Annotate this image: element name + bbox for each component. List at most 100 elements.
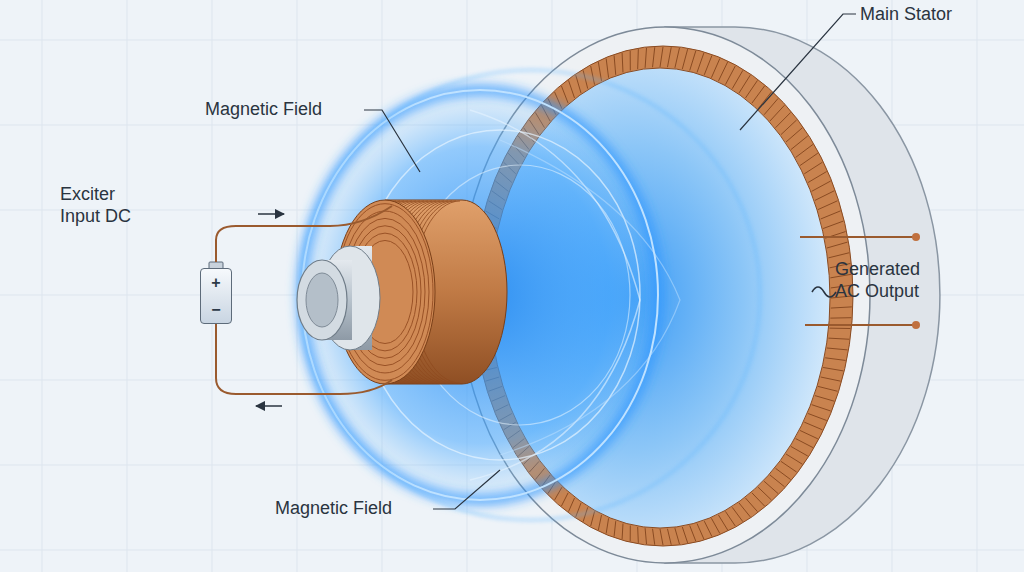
leader-line <box>740 14 856 130</box>
part-label: Main Stator <box>860 3 980 25</box>
winding-turn <box>725 66 735 85</box>
winding-turn <box>711 518 719 533</box>
winding-turn <box>667 47 671 67</box>
winding-turn <box>812 181 831 191</box>
winding-turn <box>796 144 813 157</box>
winding-turn <box>576 75 581 93</box>
output-terminal <box>912 321 920 329</box>
output-wire <box>800 236 913 238</box>
winding-turn <box>758 487 771 500</box>
winding-turn <box>660 47 663 67</box>
winding-turn <box>614 55 616 74</box>
winding-turn <box>718 62 727 81</box>
winding-turn <box>786 128 802 142</box>
winding-turn <box>800 430 818 438</box>
winding-turn <box>776 112 791 127</box>
winding-turn <box>583 70 588 88</box>
winding-turn <box>630 51 631 71</box>
winding-turn <box>770 475 785 487</box>
winding-turn <box>614 521 616 536</box>
winding-turn <box>764 481 778 493</box>
exciter-wire <box>216 206 392 262</box>
winding-turn <box>800 153 818 165</box>
winding-turn <box>645 528 646 544</box>
winding-turn <box>732 70 743 88</box>
magnetic-field-line <box>300 70 760 520</box>
winding-turn <box>675 528 680 544</box>
magnetic-field-ring <box>302 90 658 500</box>
output-wire <box>805 324 913 326</box>
winding-turn <box>653 529 655 545</box>
winding-turn <box>622 53 624 73</box>
winding-turn <box>823 221 843 228</box>
grid-line <box>42 0 43 572</box>
winding-turn <box>606 518 608 533</box>
field-label: Magnetic Field <box>205 98 375 120</box>
winding-turn <box>645 48 646 68</box>
magnetic-field-glow <box>295 83 665 507</box>
winding-turn <box>830 317 851 318</box>
winding-turn <box>660 529 663 545</box>
grid-line <box>0 40 1024 41</box>
battery-box: +− <box>200 268 232 324</box>
magnetic-field-ring <box>302 90 658 500</box>
winding-turn <box>569 498 575 512</box>
winding-turn <box>818 201 838 210</box>
grid-line <box>0 550 1024 551</box>
winding-turn <box>821 377 841 381</box>
winding-turn <box>828 338 849 339</box>
grid-line <box>977 0 978 572</box>
winding-turn <box>831 307 852 308</box>
winding-turn <box>818 386 838 391</box>
winding-turn <box>815 396 834 402</box>
winding-turn <box>591 511 595 526</box>
winding-turn <box>758 92 771 109</box>
winding-turn <box>827 242 848 248</box>
winding-turn <box>781 461 797 472</box>
winding-turn <box>827 348 848 350</box>
winding-turn <box>808 414 827 421</box>
winding-turn <box>746 80 758 98</box>
output-terminal <box>912 233 920 241</box>
exciter-wire <box>216 324 392 394</box>
rotor-shaft-end <box>297 260 347 340</box>
winding-turn <box>815 191 834 201</box>
winding-turn <box>561 493 568 506</box>
winding-turn <box>667 529 671 545</box>
winding-turn <box>653 47 655 67</box>
winding-turn <box>823 367 843 370</box>
leader-line <box>433 470 500 509</box>
winding-turn <box>825 358 845 361</box>
winding-turn <box>675 48 680 68</box>
winding-turn <box>812 405 831 411</box>
grid-line <box>127 0 128 572</box>
winding-turn <box>828 253 849 258</box>
winding-turn <box>704 521 712 536</box>
current-arrow <box>256 405 282 407</box>
terminal-sign: + <box>211 275 220 291</box>
winding-turn <box>732 507 743 521</box>
winding-turn <box>598 62 601 81</box>
winding-turn <box>598 515 601 530</box>
winding-turn <box>791 136 808 150</box>
winding-turn <box>682 527 687 543</box>
ac-symbol <box>812 287 836 297</box>
winding-turn <box>555 487 562 500</box>
winding-turn <box>752 493 765 506</box>
winding-turn <box>752 86 765 103</box>
winding-turn <box>804 162 822 174</box>
winding-turn <box>569 80 575 98</box>
field-label: Magnetic Field <box>275 497 445 519</box>
winding-turn <box>786 454 802 464</box>
winding-turn <box>830 328 851 329</box>
winding-turn <box>739 75 750 93</box>
winding-turn <box>682 49 687 69</box>
winding-turn <box>791 446 808 456</box>
source-label: Exciter Input DC <box>60 183 155 227</box>
winding-turn <box>561 86 568 103</box>
winding-turn <box>630 525 631 541</box>
magnetic-field-line <box>500 140 680 455</box>
winding-turn <box>622 524 624 540</box>
